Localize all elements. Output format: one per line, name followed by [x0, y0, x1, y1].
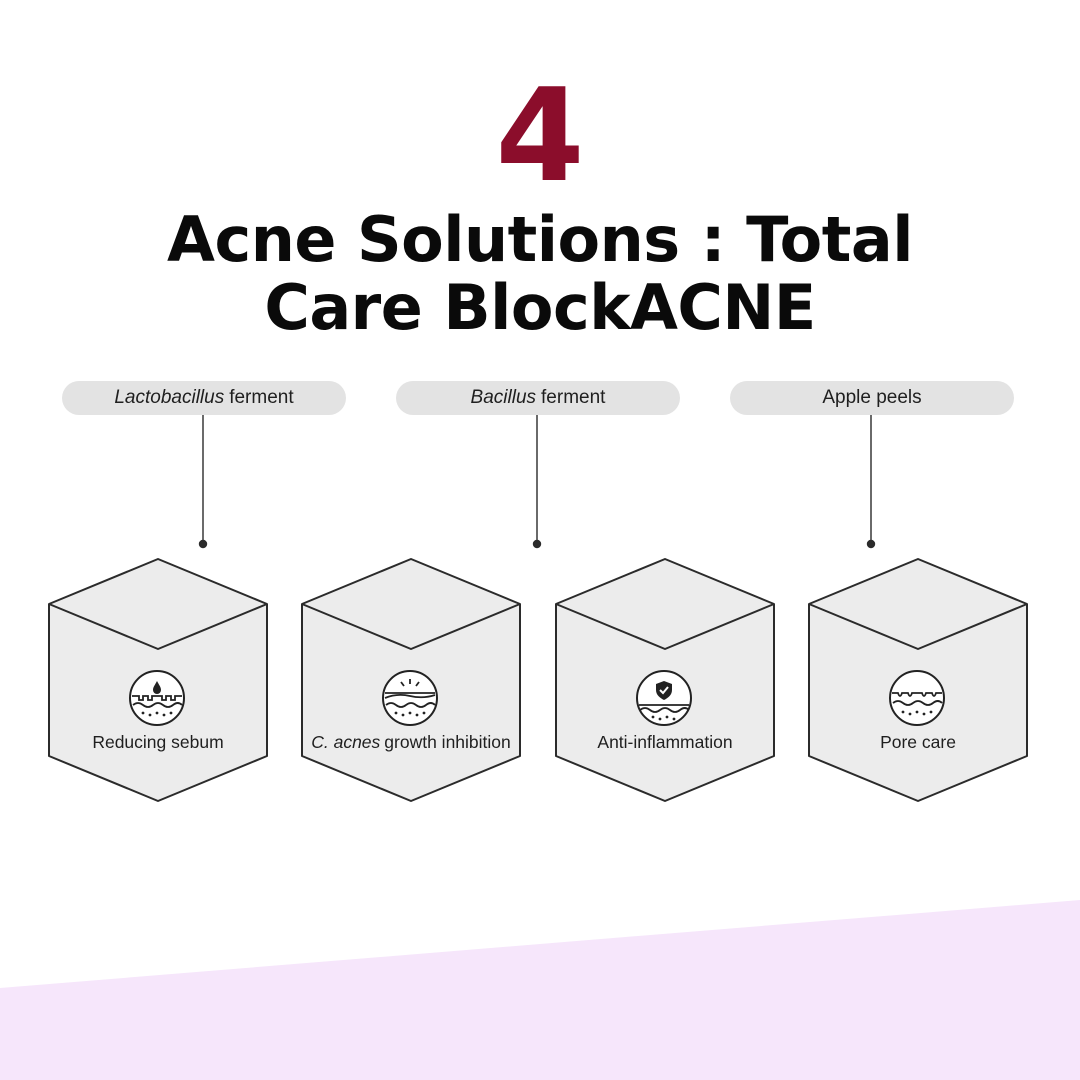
benefit-cube-anti-inflammation: Anti-inflammation — [553, 556, 777, 804]
connector-dot — [866, 539, 876, 549]
benefit-label: Reducing sebum — [46, 732, 270, 753]
shield-check-icon — [636, 670, 692, 726]
benefit-text: growth inhibition — [384, 732, 511, 752]
title-line-2: Care BlockACNE — [264, 271, 816, 344]
ingredient-label: ferment — [229, 387, 294, 408]
connector-dot — [532, 539, 542, 549]
ingredient-label: Apple peels — [822, 387, 922, 408]
ingredient-italic: Bacillus — [470, 387, 537, 408]
benefit-cube-reducing-sebum: Reducing sebum — [46, 556, 270, 804]
benefit-italic: C. acnes — [311, 732, 381, 752]
bacteria-inhibition-icon — [382, 670, 438, 726]
benefit-label: Pore care — [806, 732, 1030, 753]
benefit-label: Anti-inflammation — [553, 732, 777, 753]
benefit-cube-pore-care: Pore care — [806, 556, 1030, 804]
ingredient-italic: Lactobacillus — [114, 387, 225, 408]
step-number: 4 — [495, 62, 585, 211]
benefit-text: Pore care — [880, 732, 956, 752]
ingredient-pill-apple-peels: Apple peels — [730, 381, 1014, 415]
page-title: Acne Solutions : Total Care BlockACNE — [0, 206, 1080, 342]
connector-dot — [198, 539, 208, 549]
sebum-drop-icon — [129, 670, 185, 726]
benefit-text: Anti-inflammation — [597, 732, 733, 752]
pore-icon — [889, 670, 945, 726]
ingredient-label: ferment — [541, 387, 606, 408]
title-line-1: Acne Solutions : Total — [166, 203, 914, 276]
benefit-text: Reducing sebum — [92, 732, 224, 752]
